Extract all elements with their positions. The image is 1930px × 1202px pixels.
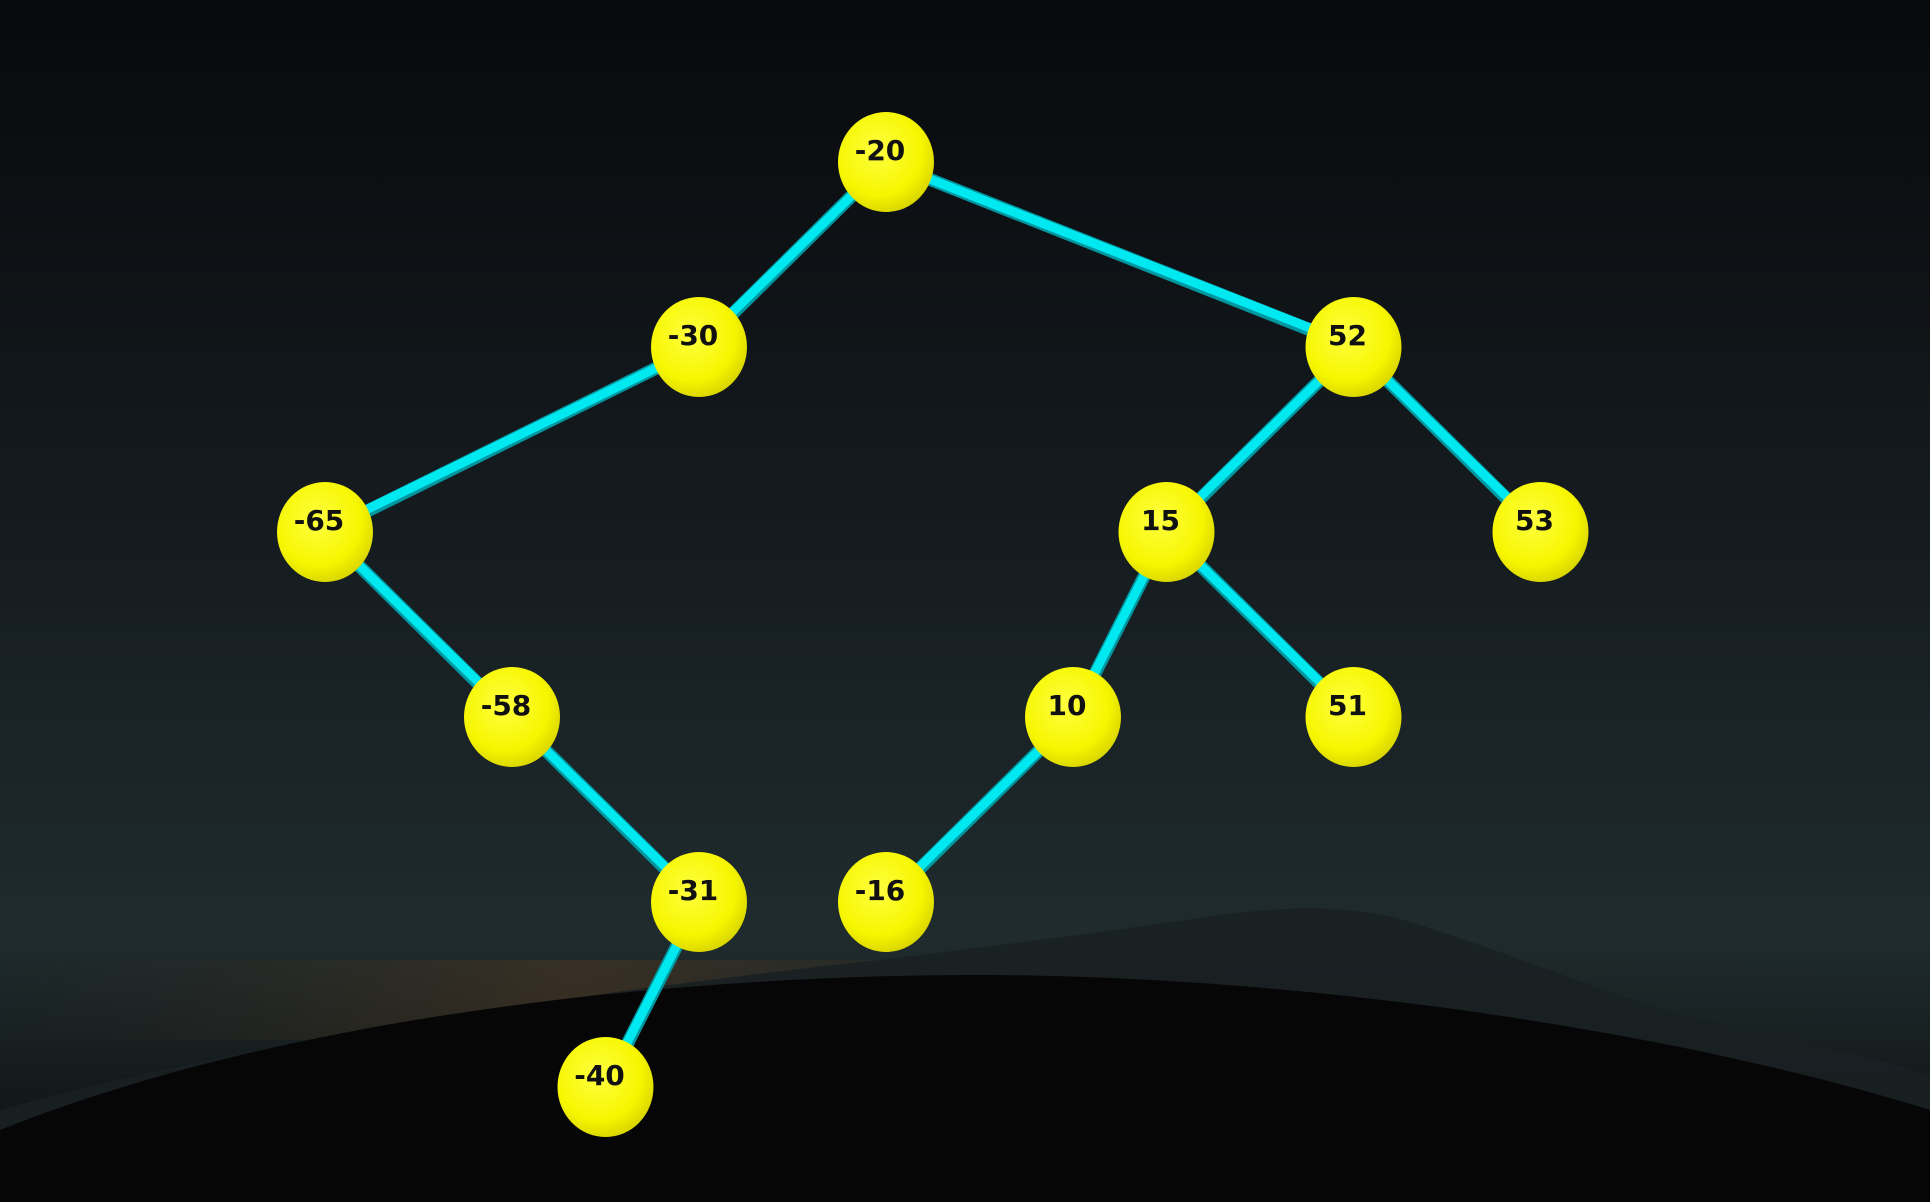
- tree-node[interactable]: 52: [1305, 297, 1402, 397]
- tree-node[interactable]: -31: [651, 852, 747, 952]
- tree-node[interactable]: -20: [838, 112, 934, 212]
- tree-node[interactable]: -30: [651, 297, 747, 397]
- node-label: -16: [855, 874, 906, 907]
- node-label: 53: [1515, 504, 1554, 537]
- node-sphere[interactable]: [651, 297, 747, 397]
- tree-node[interactable]: -40: [557, 1037, 654, 1137]
- tree-node[interactable]: 51: [1305, 667, 1402, 767]
- edge-n-30-n-65: [320, 342, 704, 535]
- node-sphere[interactable]: [1305, 667, 1402, 767]
- tree-node[interactable]: 53: [1492, 482, 1589, 582]
- node-label: -58: [481, 689, 532, 722]
- tree-nodes: -20 -30 52 -65 15 53 -58 10 51 -31 -16 -40: [277, 112, 1589, 1137]
- node-sphere[interactable]: [277, 482, 373, 582]
- node-sphere[interactable]: [557, 1037, 654, 1137]
- tree-node[interactable]: 15: [1118, 482, 1215, 582]
- node-label: 15: [1141, 504, 1180, 537]
- node-sphere[interactable]: [838, 852, 934, 952]
- node-label: 10: [1048, 689, 1087, 722]
- node-sphere[interactable]: [1492, 482, 1589, 582]
- tree-node[interactable]: -65: [277, 482, 373, 582]
- node-label: -20: [855, 134, 906, 167]
- node-label: 52: [1328, 319, 1367, 352]
- tree-node[interactable]: -16: [838, 852, 934, 952]
- node-label: 51: [1328, 689, 1367, 722]
- node-sphere[interactable]: [1118, 482, 1215, 582]
- node-sphere[interactable]: [838, 112, 934, 212]
- node-label: -65: [294, 504, 345, 537]
- node-sphere[interactable]: [464, 667, 560, 767]
- node-label: -30: [668, 319, 719, 352]
- node-sphere[interactable]: [651, 852, 747, 952]
- ground-curve: [0, 975, 1930, 1202]
- tree-node[interactable]: -58: [464, 667, 560, 767]
- edge-n-20-n52: [881, 157, 1358, 350]
- node-label: -31: [668, 874, 719, 907]
- node-sphere[interactable]: [1025, 667, 1121, 767]
- tree-node[interactable]: 10: [1025, 667, 1121, 767]
- node-sphere[interactable]: [1305, 297, 1402, 397]
- node-label: -40: [574, 1059, 625, 1092]
